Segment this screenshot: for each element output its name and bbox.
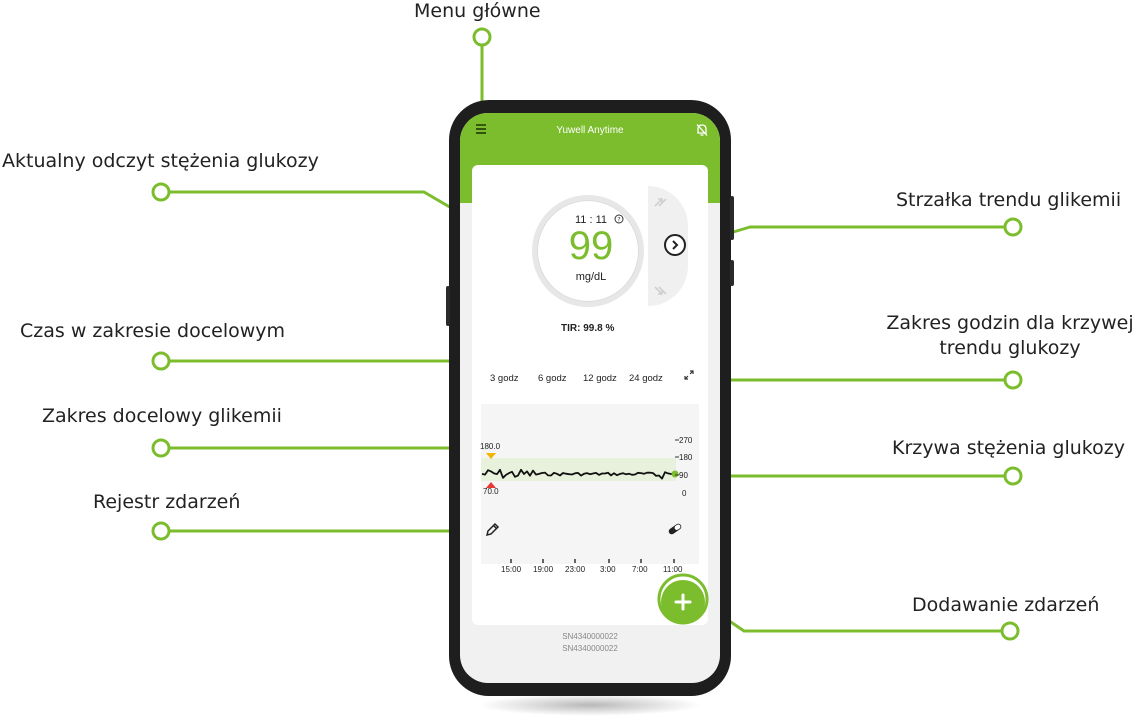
expand-icon[interactable] xyxy=(684,370,694,380)
glucose-curve xyxy=(481,468,675,480)
y-tick-180: 180 xyxy=(679,453,693,462)
callout-event-log: Rejestr zdarzeń xyxy=(93,491,241,513)
mute-icon[interactable] xyxy=(695,123,709,137)
glucose-gauge xyxy=(532,195,644,307)
side-button xyxy=(446,286,450,326)
callout-add-events: Dodawanie zdarzeń xyxy=(912,594,1100,616)
plus-icon xyxy=(674,593,692,611)
power-button xyxy=(730,260,734,286)
callout-dot-log xyxy=(151,521,171,541)
tab-3h[interactable]: 3 godz xyxy=(490,373,519,384)
x-tick-1500: 15:00 xyxy=(501,565,522,574)
volume-button xyxy=(730,196,734,240)
tir-row: TIR: 99.8 % xyxy=(561,323,651,334)
x-tick-1100: 11:00 xyxy=(663,565,683,574)
upper-limit-label: 180.0 xyxy=(480,442,501,451)
callout-current-reading: Aktualny odczyt stężenia glukozy xyxy=(2,150,319,172)
x-tick-700: 7:00 xyxy=(632,565,648,574)
callout-dot-tir xyxy=(151,351,171,371)
menu-icon[interactable] xyxy=(473,122,489,136)
callout-dot-reading xyxy=(151,182,171,202)
y-tick-270: 270 xyxy=(679,436,693,445)
callout-dot-menu xyxy=(472,27,492,47)
tab-24h[interactable]: 24 godz xyxy=(629,373,663,384)
x-ticks xyxy=(510,559,675,563)
callout-trend-arrow: Strzałka trendu glikemii xyxy=(896,189,1122,211)
help-icon[interactable]: ? xyxy=(614,214,624,224)
trend-down-faded-icon xyxy=(654,286,667,295)
pill-icon[interactable] xyxy=(666,521,684,537)
tab-12h[interactable]: 12 godz xyxy=(583,373,617,384)
callout-hour-range-line1: Zakres godzin dla krzywej xyxy=(886,312,1134,334)
tir-value: 99.8 % xyxy=(583,323,615,334)
callout-hour-range-line2: trendu glukozy xyxy=(939,337,1081,359)
arrow-right-icon xyxy=(672,240,679,250)
callout-target-range: Zakres docelowy glikemii xyxy=(42,405,282,427)
glucose-chart xyxy=(481,404,699,564)
callout-dot-target xyxy=(151,438,171,458)
callout-dot-trend xyxy=(1003,217,1023,237)
glucose-value: 99 xyxy=(568,224,614,268)
trend-arrow-button[interactable] xyxy=(664,234,686,256)
y-tick-marks xyxy=(675,439,679,476)
current-point xyxy=(671,470,679,478)
glucose-unit: mg/dL xyxy=(575,271,607,283)
svg-text:?: ? xyxy=(617,216,620,224)
callout-dot-curve xyxy=(1003,466,1023,486)
callout-dot-add xyxy=(1000,621,1020,641)
serial-number-2: SN4340000022 xyxy=(562,644,618,653)
callout-time-in-range: Czas w zakresie docelowym xyxy=(20,320,286,342)
x-tick-300: 3:00 xyxy=(600,565,616,574)
y-tick-90: 90 xyxy=(679,471,688,480)
app-title: Yuwell Anytime xyxy=(556,125,624,136)
serial-number-1: SN4340000022 xyxy=(562,632,618,641)
y-tick-0: 0 xyxy=(682,489,687,498)
callout-main-menu: Menu główne xyxy=(414,0,541,22)
tab-6h[interactable]: 6 godz xyxy=(538,373,567,384)
add-event-button[interactable] xyxy=(661,580,705,624)
trend-up-faded-icon xyxy=(654,198,667,207)
high-marker-icon xyxy=(486,453,496,459)
x-tick-2300: 23:00 xyxy=(565,565,586,574)
reading-time: 11 : 11 xyxy=(574,214,607,226)
tir-label: TIR: xyxy=(561,323,581,334)
callout-dot-hours xyxy=(1003,370,1023,390)
phone-shadow xyxy=(478,694,702,716)
x-tick-1900: 19:00 xyxy=(533,565,554,574)
low-marker-icon xyxy=(486,482,496,488)
callout-hour-range: Zakres godzin dla krzywej trendu glukozy xyxy=(880,311,1140,361)
pen-icon[interactable] xyxy=(484,522,500,538)
lower-limit-label: 70.0 xyxy=(483,487,499,496)
callout-glucose-curve: Krzywa stężenia glukozy xyxy=(892,437,1125,459)
